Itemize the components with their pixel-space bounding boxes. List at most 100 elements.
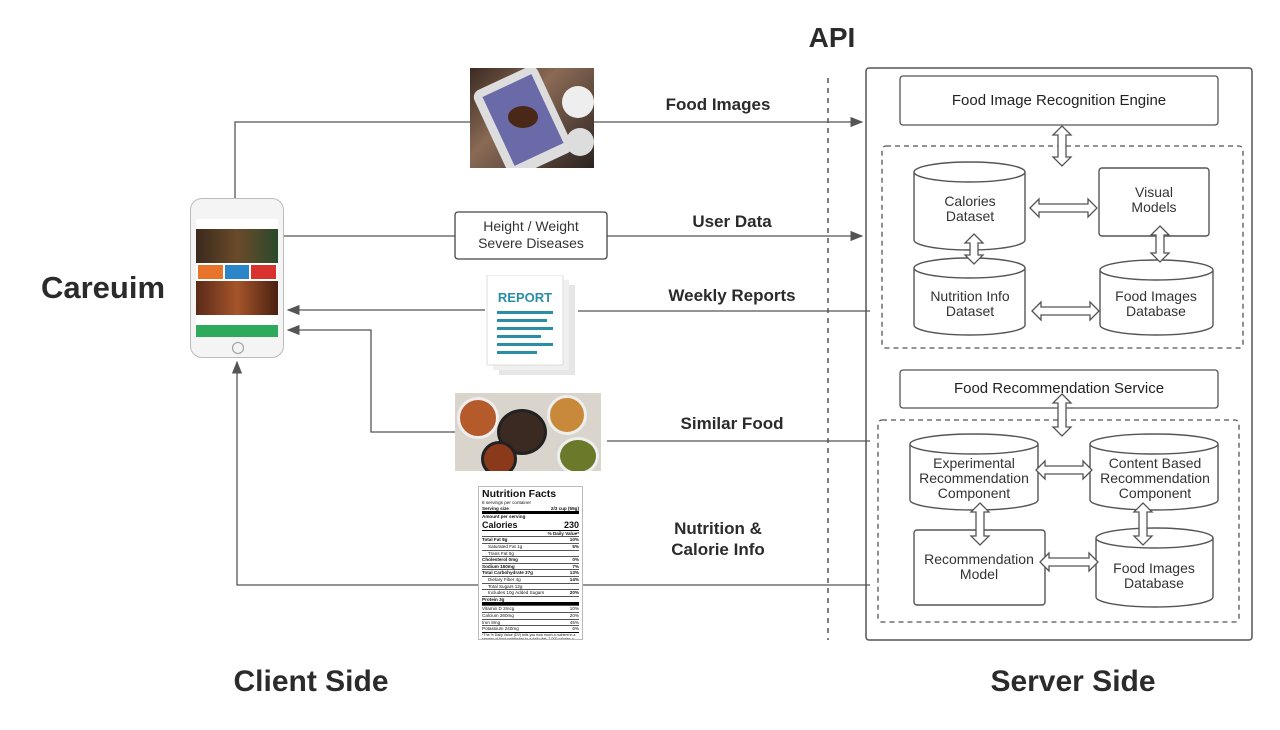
server-side-label: Server Side <box>990 665 1155 698</box>
phone-mockup <box>190 198 284 358</box>
nf-row-dv: 5% <box>572 543 579 549</box>
nutrition-label-line2: Calorie Info <box>671 540 765 559</box>
nf-row: Vitamin D 2mcg 10% <box>482 605 579 612</box>
content-based-component-cylinder <box>1089 433 1219 511</box>
food-db1-l1: Food Images <box>1115 288 1197 304</box>
content-based-l3: Component <box>1119 485 1191 501</box>
nf-row-name: Cholesterol 0mg <box>482 557 518 563</box>
nf-row-name: Protein 3g <box>482 596 505 602</box>
double-arrow-icon <box>1051 393 1073 437</box>
nf-row-dv: 10% <box>569 537 579 543</box>
nutrition-to-app <box>231 360 478 586</box>
nf-row-dv: 7% <box>572 563 579 569</box>
nf-row: Total Carbohydrate 37g 13% <box>482 569 579 576</box>
nf-row-dv: 13% <box>569 570 579 576</box>
nf-dv-header: % Daily Value* <box>482 529 579 537</box>
experimental-l2: Recommendation <box>919 470 1029 486</box>
food-images-db2-cylinder <box>1095 527 1214 608</box>
nf-calories: 230 <box>563 519 579 530</box>
rec-model-l2: Model <box>960 566 998 582</box>
user-data-box <box>454 211 608 260</box>
experimental-l1: Experimental <box>933 455 1015 471</box>
user-data-label: User Data <box>692 212 772 231</box>
nf-row: Total Sugars 12g <box>482 582 579 590</box>
nf-row-name: Sodium 160mg <box>482 563 515 569</box>
recommendation-service-label: Food Recommendation Service <box>954 380 1164 397</box>
nf-row-dv: 20% <box>569 590 579 596</box>
food-db1-l2: Database <box>1126 303 1186 319</box>
nf-row-name: Saturated Fat 1g <box>488 543 523 549</box>
home-button <box>232 342 244 354</box>
calories-dataset-l2: Dataset <box>946 208 994 224</box>
nf-row-dv: 45% <box>569 619 579 625</box>
calories-dataset-l1: Calories <box>944 193 995 209</box>
app-name: Careuim <box>41 270 165 305</box>
nf-row: Total Fat 8g 10% <box>482 536 579 543</box>
nutrition-dataset-cylinder <box>913 257 1026 336</box>
nf-row-name: Total Carbohydrate 37g <box>482 570 533 576</box>
experimental-l3: Component <box>938 485 1010 501</box>
food-images-label: Food Images <box>666 95 771 114</box>
nf-row-dv: 6% <box>572 626 579 632</box>
report-text: REPORT <box>498 290 552 305</box>
user-data-line1: Height / Weight <box>483 218 579 234</box>
nf-row-name: Total Sugars 12g <box>488 583 523 589</box>
nf-row-dv: 0% <box>572 557 579 563</box>
food-db2-l2: Database <box>1124 575 1184 591</box>
nf-serving-size: 2/3 cup (55g) <box>550 505 579 511</box>
nf-row: Iron 8mg 45% <box>482 618 579 626</box>
double-arrow-icon <box>1149 225 1171 263</box>
api-label: API <box>809 22 856 53</box>
food-images-photo <box>470 68 594 168</box>
nutrition-dataset-l2: Dataset <box>946 303 994 319</box>
client-side-label: Client Side <box>233 665 388 698</box>
nf-row-name: Trans Fat 0g <box>488 550 514 556</box>
nf-calories-label: Calories <box>482 519 518 530</box>
nf-row-name: Iron 8mg <box>482 619 501 625</box>
food-db2-l1: Food Images <box>1113 560 1195 576</box>
double-arrow-icon <box>1029 197 1098 219</box>
nutrition-label-line1: Nutrition & <box>674 519 762 538</box>
nf-footnote: *The % Daily Value (DV) tells you how mu… <box>482 631 579 639</box>
nutrition-facts-label: Nutrition Facts 8 servings per container… <box>478 486 583 640</box>
nf-row-dv: 10% <box>569 606 579 612</box>
nf-row: Saturated Fat 1g 5% <box>482 542 579 550</box>
nf-row: Calcium 260mg 20% <box>482 611 579 619</box>
nf-row: Trans Fat 0g <box>482 549 579 557</box>
report-icon: REPORT <box>486 275 575 375</box>
nf-row-dv: 14% <box>569 576 579 582</box>
double-arrow-icon <box>1051 125 1073 167</box>
nf-row: Sodium 160mg 7% <box>482 562 579 570</box>
double-arrow-icon <box>1035 459 1093 481</box>
user-data-line2: Severe Diseases <box>478 235 584 251</box>
visual-models-box <box>1098 167 1210 237</box>
recognition-engine-label: Food Image Recognition Engine <box>952 92 1166 109</box>
nf-row-name: Calcium 260mg <box>482 612 514 618</box>
visual-models-l1: Visual <box>1135 184 1173 200</box>
nf-row-dv: 20% <box>569 612 579 618</box>
nf-row-name: Vitamin D 2mcg <box>482 606 515 612</box>
weekly-reports-label: Weekly Reports <box>668 286 795 305</box>
phone-screen <box>196 219 278 337</box>
nf-row: Protein 3g <box>482 595 579 603</box>
experimental-component-cylinder <box>909 433 1039 511</box>
double-arrow-icon <box>969 502 991 546</box>
nutrition-dataset-l1: Nutrition Info <box>930 288 1010 304</box>
food-images-db1-cylinder <box>1099 259 1214 336</box>
similar-food-label: Similar Food <box>681 414 784 433</box>
recognition-engine-box <box>899 75 1219 126</box>
nf-title: Nutrition Facts <box>482 488 557 500</box>
similar-food-to-app <box>286 324 455 433</box>
content-based-l2: Recommendation <box>1100 470 1210 486</box>
nf-row: Cholesterol 0mg 0% <box>482 556 579 563</box>
nf-row-name: Total Fat 8g <box>482 537 508 543</box>
visual-models-l2: Models <box>1131 199 1176 215</box>
double-arrow-icon <box>963 233 985 265</box>
double-arrow-icon <box>1031 300 1100 322</box>
calories-dataset-cylinder <box>913 161 1026 251</box>
